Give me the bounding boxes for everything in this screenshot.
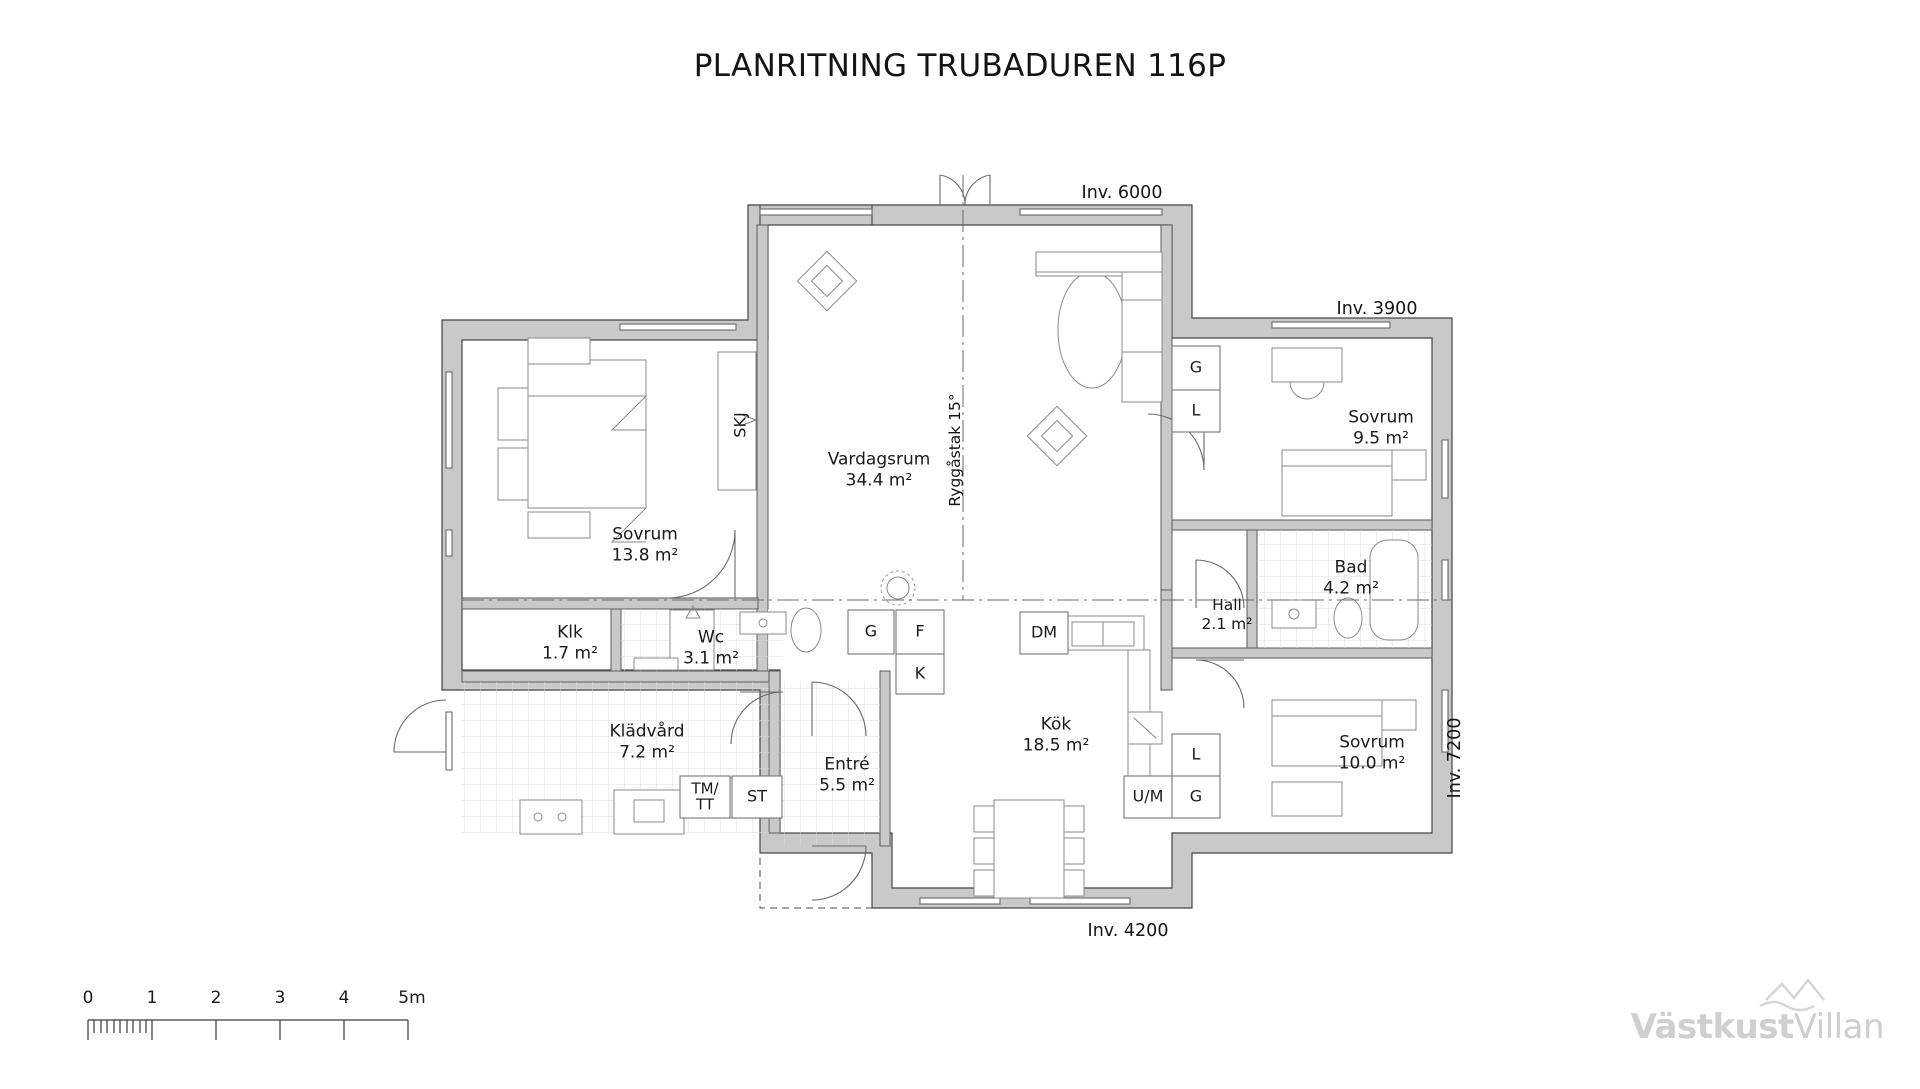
- room-name: Bad: [1334, 557, 1368, 578]
- appliance-label-f: F: [915, 621, 925, 641]
- room-label: Kök 18.5 m²: [1023, 714, 1090, 755]
- room-area: 9.5 m²: [1353, 428, 1409, 448]
- page-title: PLANRITNING TRUBADUREN 116P: [693, 48, 1227, 84]
- room-area: 2.1 m²: [1201, 615, 1253, 633]
- appliance-boxes: [679, 345, 1221, 819]
- appliance-label-skj: SKJ: [730, 412, 750, 438]
- room-area: 4.2 m²: [1323, 578, 1379, 598]
- room-area: 1.7 m²: [542, 643, 598, 663]
- appliance-label-g: G: [864, 621, 878, 641]
- room-name: Sovrum: [1348, 407, 1414, 428]
- dimension-label-bottom: Inv. 4200: [1087, 921, 1169, 941]
- openings-and-doors: [393, 174, 1449, 905]
- scale-tick-3: 3: [274, 988, 286, 1008]
- room-label: Wc 3.1 m²: [683, 627, 739, 668]
- room-area: 10.0 m²: [1338, 753, 1406, 773]
- room-label: Sovrum 10.0 m²: [1339, 732, 1406, 773]
- room-area: 34.4 m²: [845, 470, 913, 490]
- room-label: Hall 2.1 m²: [1202, 596, 1253, 634]
- room-label: Sovrum 13.8 m²: [612, 524, 679, 565]
- room-label: Klädvård 7.2 m²: [609, 721, 684, 762]
- room-name: Klädvård: [609, 721, 685, 742]
- room-name: Sovrum: [1339, 732, 1405, 753]
- room-area: 3.1 m²: [683, 648, 739, 668]
- appliance-label-dm: DM: [1030, 622, 1058, 642]
- room-name: Klk: [557, 622, 583, 643]
- dimension-label-top: Inv. 6000: [1081, 183, 1163, 203]
- scale-tick-0: 0: [82, 988, 94, 1008]
- room-area: 18.5 m²: [1022, 735, 1090, 755]
- brand-logo: VästkustVillan: [1630, 1007, 1885, 1047]
- appliance-label-k: K: [914, 663, 926, 683]
- room-label: Bad 4.2 m²: [1323, 557, 1379, 598]
- scale-tick-2: 2: [210, 988, 222, 1008]
- dimension-label-right-side: Inv. 7200: [1445, 717, 1465, 799]
- terrace-outline: [759, 846, 872, 909]
- appliance-label-l-lower: L: [1191, 744, 1201, 764]
- room-name: Kök: [1040, 714, 1072, 735]
- room-name: Wc: [697, 627, 725, 648]
- appliance-label-st: ST: [747, 786, 767, 806]
- room-label: Klk 1.7 m²: [542, 622, 598, 663]
- room-area: 7.2 m²: [619, 742, 675, 762]
- logo-mark-icon: [1759, 978, 1825, 1012]
- scale-tick-1: 1: [146, 988, 158, 1008]
- brand-logo-light: Villan: [1793, 1007, 1885, 1047]
- room-label: Vardagsrum 34.4 m²: [828, 449, 931, 490]
- scale-tick-4: 4: [338, 988, 350, 1008]
- scale-bar: [87, 1019, 409, 1040]
- brand-logo-bold: Västkust: [1630, 1007, 1795, 1047]
- dimension-label-right-top: Inv. 3900: [1336, 299, 1418, 319]
- appliance-label-g-lower: G: [1189, 786, 1203, 806]
- roof-pitch-note: Ryggåstak 15°: [946, 393, 964, 507]
- appliance-label-l-upper: L: [1191, 400, 1201, 420]
- room-name: Vardagsrum: [827, 449, 931, 470]
- scale-tick-5: 5m: [398, 988, 426, 1008]
- room-name: Sovrum: [612, 524, 678, 545]
- appliance-label-g-upper: G: [1189, 357, 1203, 377]
- room-name: Hall: [1212, 596, 1242, 615]
- room-name: Entré: [824, 754, 870, 775]
- appliance-label-um: U/M: [1132, 786, 1164, 806]
- roof-ridge-lines: [462, 175, 1452, 601]
- room-area: 13.8 m²: [611, 545, 679, 565]
- room-label: Entré 5.5 m²: [819, 754, 875, 795]
- room-area: 5.5 m²: [819, 775, 875, 795]
- room-label: Sovrum 9.5 m²: [1348, 407, 1414, 448]
- appliance-label-tmtt: TM/ TT: [691, 779, 719, 813]
